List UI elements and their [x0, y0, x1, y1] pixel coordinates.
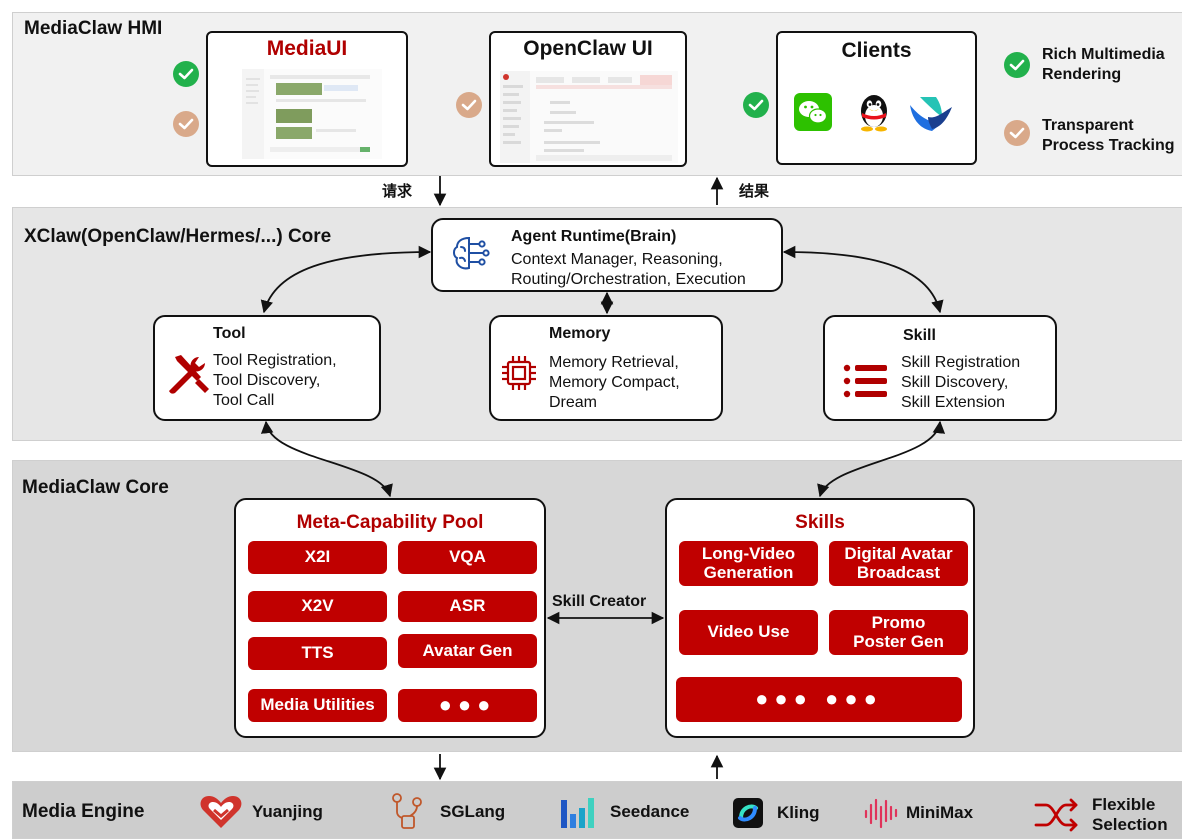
engine-label: Seedance — [610, 802, 690, 821]
pool-item-x2i: X2I — [248, 541, 387, 574]
wechat-icon — [794, 93, 832, 131]
core-band — [12, 460, 1182, 752]
memory-line1: Memory Retrieval, — [549, 354, 679, 371]
tool-line1: Tool Registration, — [213, 352, 337, 369]
engine-label: Kling — [777, 803, 820, 822]
skill-box: Skill Skill Registration Skill Discovery… — [823, 315, 1057, 421]
clients-title: Clients — [841, 39, 912, 62]
memory-title: Memory — [549, 325, 611, 342]
feishu-bird-icon — [910, 97, 952, 131]
skill-line3: Skill Extension — [901, 394, 1006, 411]
pool-item-media-utilities: Media Utilities — [248, 689, 387, 722]
skill-item-digital-avatar: Digital Avatar Broadcast — [829, 541, 968, 586]
clients-box: Clients — [776, 31, 977, 165]
engine-sglang: SGLang — [390, 792, 505, 832]
mediaui-screenshot-thumbnail — [242, 69, 382, 159]
engine-label: SGLang — [440, 802, 506, 821]
engine-kling: Kling — [733, 798, 820, 828]
pool-item-more: ●●● — [398, 689, 537, 722]
mediaui-box: MediaUI — [206, 31, 408, 167]
engine-seedance: Seedance — [560, 796, 689, 828]
skills-title: Skills — [795, 512, 845, 533]
agent-runtime-line2: Routing/Orchestration, Execution — [511, 271, 746, 288]
feature-transparent-tracking: Transparent Process Tracking — [1042, 117, 1175, 154]
skill-title: Skill — [903, 327, 936, 344]
engine-label: Flexible Selection — [1092, 795, 1168, 834]
check-green-icon — [1004, 52, 1030, 78]
skill-item-promo-poster: Promo Poster Gen — [829, 610, 968, 655]
wrench-screwdriver-icon — [169, 355, 209, 394]
agent-runtime-title: Agent Runtime(Brain) — [511, 228, 677, 245]
pool-item-tts: TTS — [248, 637, 387, 670]
pool-item-asr: ASR — [398, 591, 537, 622]
pool-item-x2v: X2V — [248, 591, 387, 622]
check-green-icon — [173, 61, 199, 87]
memory-box: Memory Memory Retrieval, Memory Compact,… — [489, 315, 723, 421]
agent-skill-arrow — [782, 245, 944, 314]
tool-box: Tool Tool Registration, Tool Discovery, … — [153, 315, 381, 421]
skill-item-more: ●●● ●●● — [676, 677, 962, 722]
agent-runtime-box: Agent Runtime(Brain) Context Manager, Re… — [431, 218, 783, 292]
brain-circuit-icon — [453, 236, 490, 270]
kling-logo-icon — [733, 798, 763, 828]
skill-item-video-use: Video Use — [679, 610, 818, 655]
tool-line3: Tool Call — [213, 392, 275, 409]
openclaw-ui-box: OpenClaw UI — [489, 31, 687, 167]
xclaw-title: XClaw(OpenClaw/Hermes/...) Core — [24, 226, 332, 247]
pool-item-vqa: VQA — [398, 541, 537, 574]
core-title: MediaClaw Core — [22, 477, 169, 498]
skill-creator-label: Skill Creator — [552, 593, 647, 610]
agent-runtime-line1: Context Manager, Reasoning, — [511, 251, 723, 268]
tool-pool-arrow — [260, 420, 393, 498]
engine-label: MiniMax — [906, 803, 974, 822]
skill-line2: Skill Discovery, — [901, 374, 1009, 391]
engine-title: Media Engine — [22, 801, 145, 822]
list-icon — [843, 364, 887, 398]
tool-title: Tool — [213, 325, 246, 342]
engine-minimax: MiniMax — [864, 797, 973, 829]
hmi-title: MediaClaw HMI — [24, 18, 163, 39]
openclaw-ui-title: OpenClaw UI — [523, 37, 653, 60]
heart-logo-icon — [200, 796, 242, 828]
mediaui-title: MediaUI — [266, 37, 348, 60]
tool-line2: Tool Discovery, — [213, 372, 321, 389]
qq-penguin-icon — [861, 95, 887, 132]
skill-skills-arrow — [817, 420, 946, 498]
shuffle-icon — [1034, 798, 1078, 832]
check-tan-icon — [173, 111, 199, 137]
check-tan-icon — [456, 92, 482, 118]
agent-tool-arrow — [260, 245, 432, 314]
engine-flexible-selection: Flexible Selection — [1034, 795, 1174, 835]
check-tan-icon — [1004, 120, 1030, 146]
feature-rich-multimedia: Rich Multimedia Rendering — [1042, 46, 1165, 83]
engine-label: Yuanjing — [252, 802, 323, 821]
skill-line1: Skill Registration — [901, 354, 1021, 371]
skill-item-long-video: Long-Video Generation — [679, 541, 818, 586]
engine-yuanjing: Yuanjing — [198, 794, 323, 830]
sglang-logo-icon — [392, 793, 422, 829]
memory-chip-icon — [502, 356, 536, 390]
check-green-icon — [743, 92, 769, 118]
seedance-bars-icon — [561, 798, 594, 828]
request-label: 请求 — [382, 183, 413, 200]
openclaw-screenshot-thumbnail — [500, 71, 678, 163]
memory-line3: Dream — [549, 394, 598, 411]
minimax-wave-icon — [864, 798, 898, 829]
pool-title: Meta-Capability Pool — [296, 512, 484, 533]
pool-item-avatar-gen: Avatar Gen — [398, 634, 537, 668]
result-label: 结果 — [739, 183, 770, 200]
memory-line2: Memory Compact, — [549, 374, 680, 391]
